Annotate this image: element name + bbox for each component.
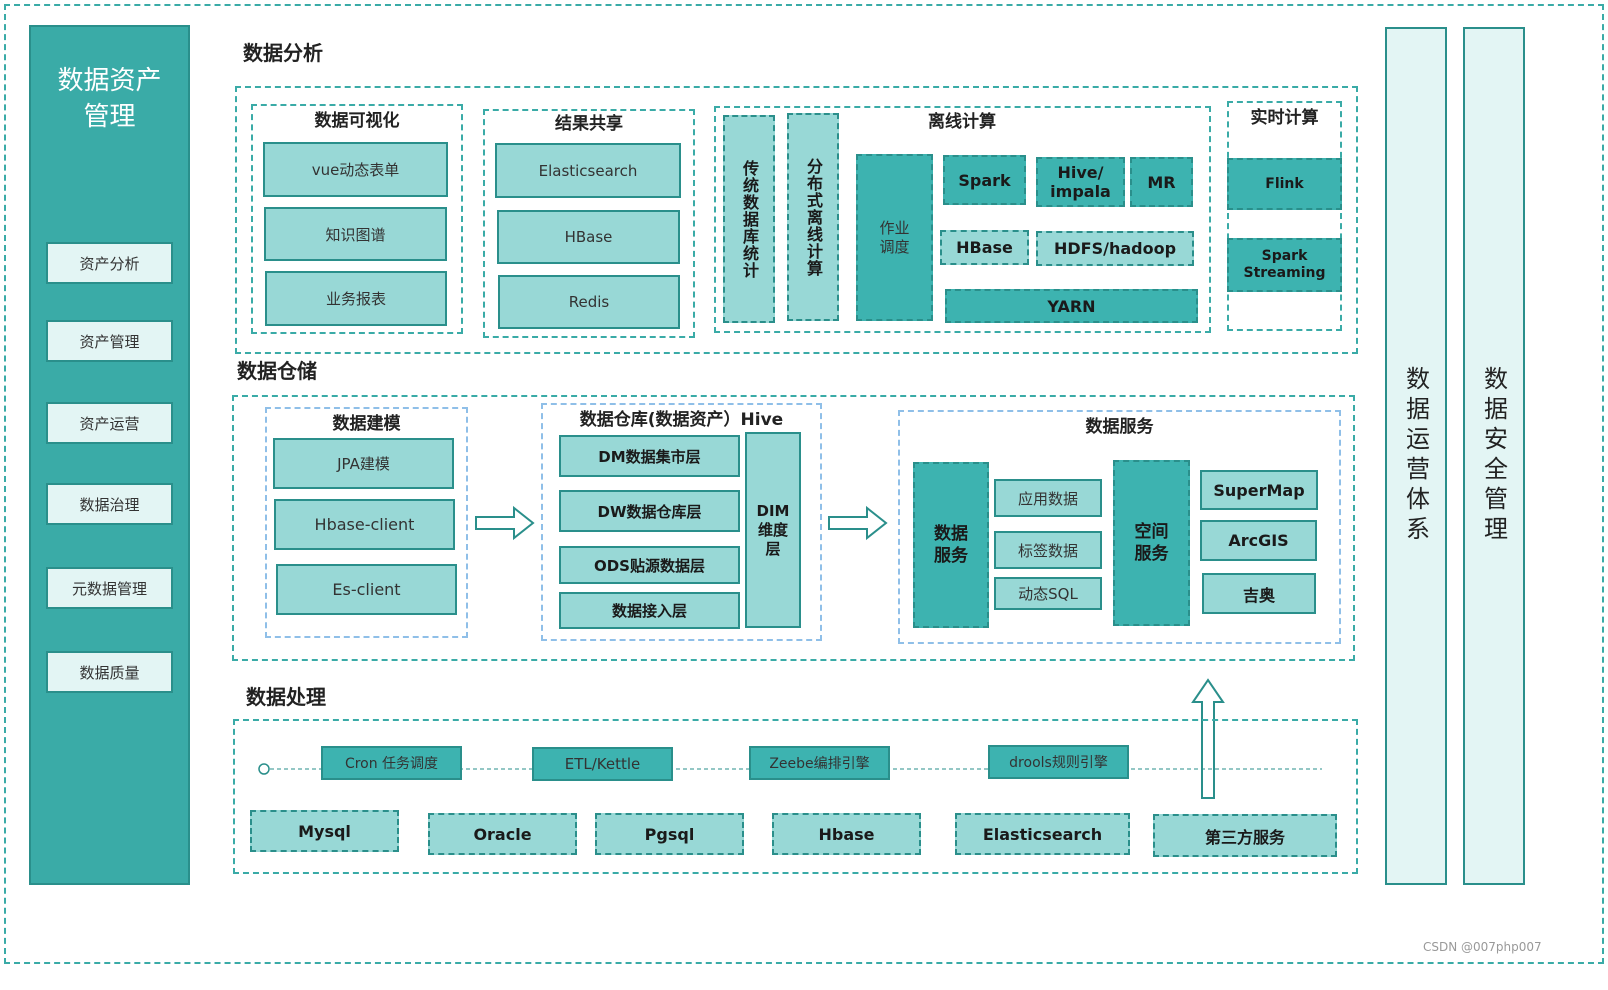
hbase-source-box[interactable]: Hbase bbox=[772, 813, 921, 855]
data-asset-management-panel bbox=[29, 25, 190, 885]
metadata-management-item[interactable]: 元数据管理 bbox=[46, 567, 173, 609]
processing-to-warehouse-arrow bbox=[1191, 678, 1225, 799]
hbase-client-box[interactable]: Hbase-client bbox=[274, 499, 455, 550]
data-analysis-container bbox=[235, 86, 1358, 354]
data-modeling-title: 数据建模 bbox=[332, 413, 401, 434]
data-processing-container bbox=[233, 719, 1358, 874]
data-modeling-group bbox=[265, 407, 468, 638]
pgsql-source-box[interactable]: Pgsql bbox=[595, 813, 744, 855]
mr-box[interactable]: MR bbox=[1130, 157, 1193, 207]
spatial-service-box[interactable]: 空间服务 bbox=[1113, 460, 1190, 626]
data-security-management-label: 数据安全管理 bbox=[1479, 366, 1508, 546]
dm-layer-box[interactable]: DM数据集市层 bbox=[559, 435, 740, 477]
hive-impala-label: Hive/ impala bbox=[1050, 163, 1111, 201]
supermap-box[interactable]: SuperMap bbox=[1200, 470, 1318, 510]
data-ingest-layer-box[interactable]: 数据接入层 bbox=[559, 592, 740, 629]
asset-analysis-item[interactable]: 资产分析 bbox=[46, 242, 173, 284]
hive-impala-box[interactable]: Hive/ impala bbox=[1036, 157, 1125, 207]
data-service-group bbox=[898, 410, 1341, 644]
spark-streaming-box[interactable]: Spark Streaming bbox=[1227, 238, 1342, 292]
data-analysis-title: 数据分析 bbox=[243, 41, 323, 65]
data-governance-item[interactable]: 数据治理 bbox=[46, 483, 173, 525]
tag-data-box[interactable]: 标签数据 bbox=[994, 531, 1102, 569]
job-scheduling-label: 作业调度 bbox=[879, 218, 910, 256]
distributed-offline-label: 分布式离线计算 bbox=[804, 157, 823, 277]
realtime-computing-group bbox=[1227, 101, 1342, 331]
etl-kettle-box[interactable]: ETL/Kettle bbox=[532, 747, 673, 781]
dim-layer-label: DIM维度层 bbox=[756, 501, 790, 558]
redis-share-box[interactable]: Redis bbox=[498, 275, 680, 329]
hbase-share-box[interactable]: HBase bbox=[497, 210, 680, 264]
jpa-modeling-box[interactable]: JPA建模 bbox=[273, 438, 454, 489]
mysql-source-box[interactable]: Mysql bbox=[250, 810, 399, 852]
dynamic-sql-box[interactable]: 动态SQL bbox=[994, 577, 1102, 610]
data-warehouse-container bbox=[232, 395, 1355, 661]
cron-scheduling-box[interactable]: Cron 任务调度 bbox=[321, 746, 462, 780]
spatial-service-label: 空间服务 bbox=[1134, 522, 1169, 564]
data-service-box[interactable]: 数据服务 bbox=[913, 462, 989, 628]
geostar-box[interactable]: 吉奥 bbox=[1202, 573, 1316, 614]
knowledge-graph-box[interactable]: 知识图谱 bbox=[264, 207, 447, 261]
dim-layer-box[interactable]: DIM维度层 bbox=[745, 432, 801, 628]
spark-box[interactable]: Spark bbox=[943, 155, 1026, 205]
offline-computing-title: 离线计算 bbox=[928, 111, 996, 132]
data-processing-title: 数据处理 bbox=[246, 685, 326, 709]
data-quality-item[interactable]: 数据质量 bbox=[46, 651, 173, 693]
visualization-title: 数据可视化 bbox=[314, 110, 400, 131]
hive-warehouse-title: 数据仓库(数据资产）Hive bbox=[579, 409, 784, 430]
ods-layer-box[interactable]: ODS贴源数据层 bbox=[559, 546, 740, 584]
asset-management-item[interactable]: 资产管理 bbox=[46, 320, 173, 362]
business-report-box[interactable]: 业务报表 bbox=[265, 271, 447, 326]
visualization-group bbox=[251, 104, 463, 334]
data-operation-system-label: 数据运营体系 bbox=[1401, 366, 1430, 546]
realtime-computing-title: 实时计算 bbox=[1250, 107, 1319, 128]
dw-layer-box[interactable]: DW数据仓库层 bbox=[559, 490, 740, 532]
app-data-box[interactable]: 应用数据 bbox=[994, 479, 1102, 517]
arcgis-box[interactable]: ArcGIS bbox=[1200, 520, 1317, 561]
third-party-service-box[interactable]: 第三方服务 bbox=[1153, 814, 1337, 857]
traditional-db-stats-label: 传统数据库统计 bbox=[740, 159, 759, 279]
drools-engine-box[interactable]: drools规则引擎 bbox=[988, 745, 1129, 779]
modeling-to-hive-arrow bbox=[475, 505, 535, 541]
data-service-title: 数据服务 bbox=[1085, 416, 1154, 437]
oracle-source-box[interactable]: Oracle bbox=[428, 813, 577, 855]
result-sharing-group bbox=[483, 109, 695, 338]
traditional-db-stats-box[interactable]: 传统数据库统计 bbox=[723, 115, 775, 323]
hive-to-service-arrow bbox=[828, 505, 888, 541]
hbase-offline-box[interactable]: HBase bbox=[940, 230, 1029, 265]
data-asset-management-title: 数据资产管理 bbox=[57, 66, 162, 132]
offline-computing-group bbox=[714, 106, 1211, 333]
job-scheduling-box[interactable]: 作业调度 bbox=[856, 154, 933, 321]
data-operation-system-panel: 数据运营体系 bbox=[1385, 27, 1447, 885]
watermark: CSDN @007php007 bbox=[1423, 940, 1542, 954]
data-warehouse-title: 数据仓储 bbox=[237, 359, 317, 383]
result-sharing-title: 结果共享 bbox=[555, 113, 623, 134]
es-client-box[interactable]: Es-client bbox=[276, 564, 457, 615]
data-security-management-panel: 数据安全管理 bbox=[1463, 27, 1525, 885]
hive-warehouse-group bbox=[541, 403, 822, 641]
elasticsearch-share-box[interactable]: Elasticsearch bbox=[495, 143, 681, 198]
yarn-box[interactable]: YARN bbox=[945, 289, 1198, 323]
asset-operation-item[interactable]: 资产运营 bbox=[46, 402, 173, 444]
distributed-offline-box[interactable]: 分布式离线计算 bbox=[787, 113, 839, 321]
spark-streaming-label: Spark Streaming bbox=[1243, 248, 1326, 281]
flink-box[interactable]: Flink bbox=[1227, 158, 1342, 210]
data-service-label: 数据服务 bbox=[934, 524, 968, 566]
vue-dynamic-form-box[interactable]: vue动态表单 bbox=[263, 142, 448, 197]
hdfs-hadoop-box[interactable]: HDFS/hadoop bbox=[1036, 231, 1194, 266]
outer-frame bbox=[4, 4, 1604, 964]
elasticsearch-source-box[interactable]: Elasticsearch bbox=[955, 813, 1130, 855]
zeebe-engine-box[interactable]: Zeebe编排引擎 bbox=[749, 746, 890, 780]
